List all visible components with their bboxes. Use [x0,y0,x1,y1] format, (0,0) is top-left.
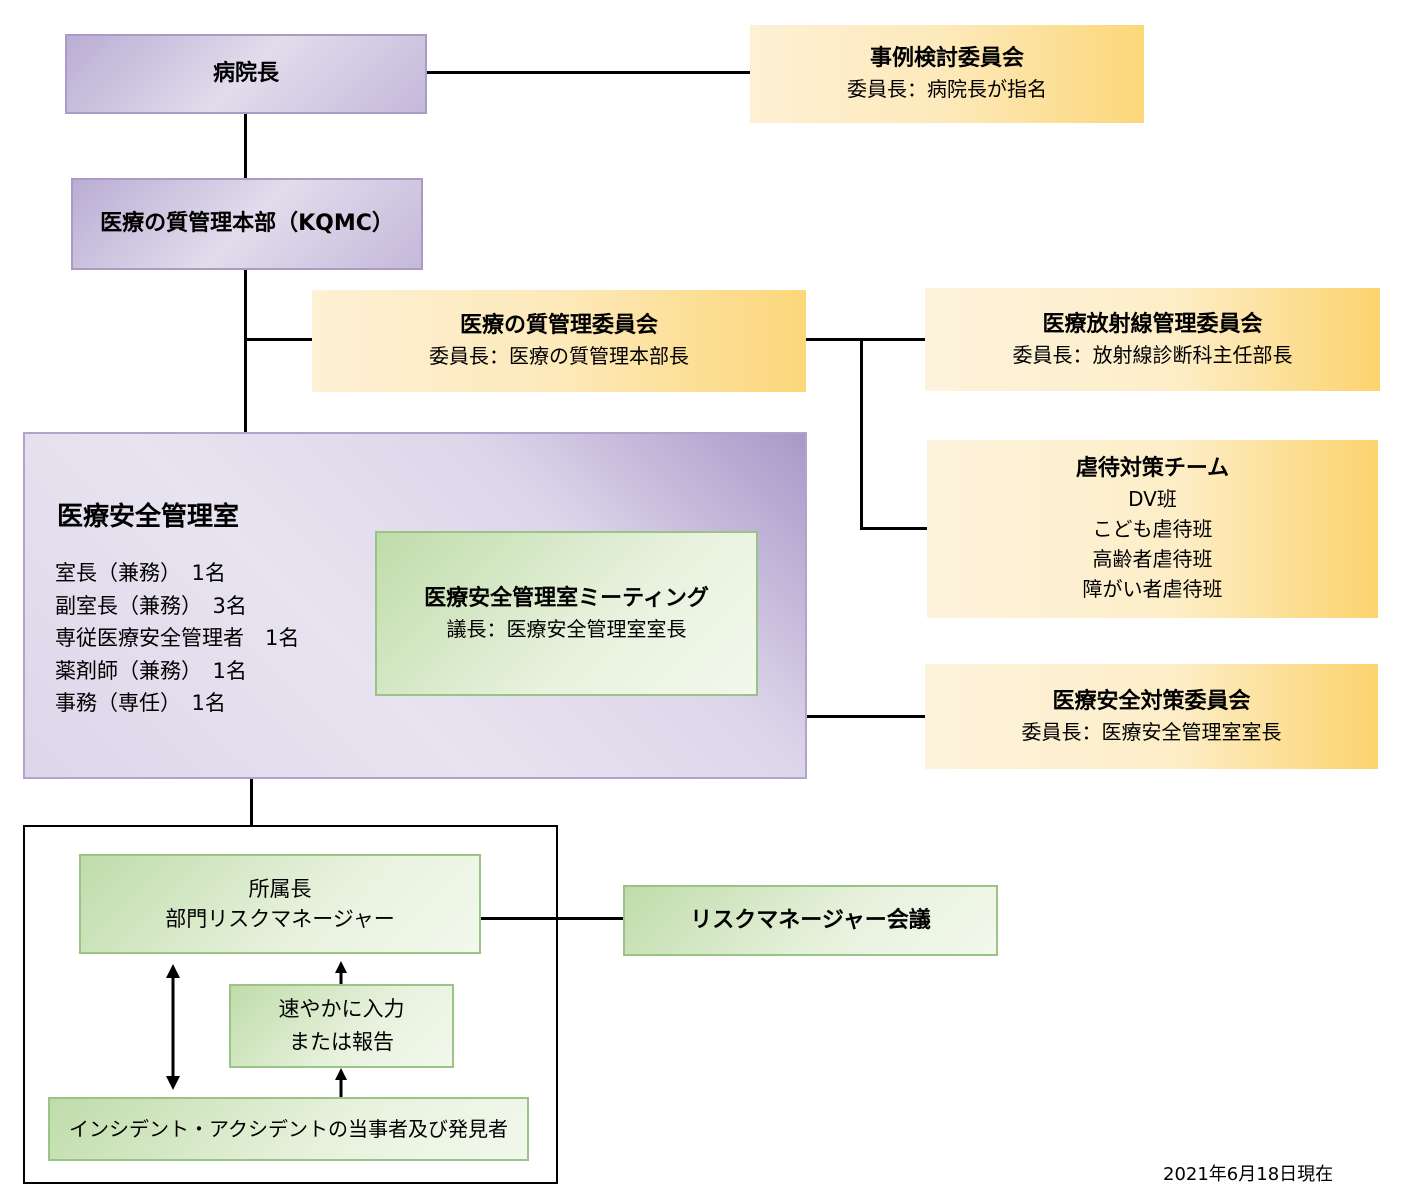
case-review-title: 事例検討委員会 [869,46,1024,71]
connector-office-safety [805,715,925,718]
kqmc-label: 医療の質管理本部（KQMC） [100,211,394,236]
date-note: 2021年6月18日現在 [1163,1164,1334,1185]
connector-trunk-quality [244,338,313,341]
reporters-box: インシデント・アクシデントの当事者及び発見者 [48,1097,529,1161]
staff-line: 薬剤師（兼務） 1名 [55,658,247,683]
safety-office-title: 医療安全管理室 [57,502,240,532]
dept-head-line1: 所属長 [248,877,312,901]
risk-meeting-box: リスクマネージャー会議 [623,885,998,956]
connector-office-dept [250,778,253,826]
radiation-committee-chair: 委員長：放射線診断科主任部長 [1012,342,1293,367]
reporters-label: インシデント・アクシデントの当事者及び発見者 [69,1117,508,1141]
radiation-committee-box: 医療放射線管理委員会 委員長：放射線診断科主任部長 [925,288,1380,391]
connector-branch-vertical [860,338,863,530]
connector-branch-abuse [860,527,928,530]
abuse-team-title: 虐待対策チーム [1075,456,1230,481]
case-review-box: 事例検討委員会 委員長：病院長が指名 [750,25,1144,123]
connector-director-casereview [426,71,750,74]
connector-dept-riskmeeting [480,917,624,920]
department-frame [23,825,558,1184]
office-meeting-chair: 議長：医療安全管理室室長 [446,616,687,641]
quality-committee-box: 医療の質管理委員会 委員長：医療の質管理本部長 [312,290,806,392]
dept-head-line2: 部門リスクマネージャー [165,907,395,931]
report-line2: または報告 [289,1030,394,1054]
risk-meeting-label: リスクマネージャー会議 [690,907,931,933]
connector-kqmc-office [244,269,247,433]
quality-committee-title: 医療の質管理委員会 [459,313,658,338]
report-line1: 速やかに入力 [278,997,405,1021]
hospital-director-box: 病院長 [65,34,427,114]
abuse-team-item: 障がい者虐待班 [1082,577,1223,601]
abuse-team-item: こども虐待班 [1092,517,1213,541]
staff-line: 専従医療安全管理者 1名 [55,626,300,650]
case-review-chair: 委員長：病院長が指名 [847,77,1047,101]
staff-line: 事務（専任） 1名 [55,691,226,715]
quality-committee-chair: 委員長：医療の質管理本部長 [429,344,689,368]
abuse-team-box: 虐待対策チーム DV班 こども虐待班 高齢者虐待班 障がい者虐待班 [927,440,1378,618]
abuse-team-item: 高齢者虐待班 [1092,547,1213,571]
connector-quality-radiation [805,338,925,341]
connector-director-kqmc [244,113,247,179]
safety-committee-chair: 委員長：医療安全管理室室長 [1021,719,1282,744]
report-box: 速やかに入力 または報告 [229,984,454,1068]
radiation-committee-title: 医療放射線管理委員会 [1042,311,1263,337]
safety-committee-title: 医療安全対策委員会 [1052,688,1251,714]
hospital-director-label: 病院長 [212,61,279,86]
kqmc-box: 医療の質管理本部（KQMC） [71,178,423,270]
office-meeting-title: 医療安全管理室ミーティング [424,585,709,611]
dept-head-box: 所属長 部門リスクマネージャー [79,854,481,954]
safety-committee-box: 医療安全対策委員会 委員長：医療安全管理室室長 [925,664,1378,769]
office-meeting-box: 医療安全管理室ミーティング 議長：医療安全管理室室長 [375,531,758,696]
abuse-team-item: DV班 [1128,487,1177,511]
staff-line: 副室長（兼務） 3名 [55,593,247,618]
safety-office-staff-list: 室長（兼務） 1名 副室長（兼務） 3名 専従医療安全管理者 1名 薬剤師（兼務… [55,557,299,720]
staff-line: 室長（兼務） 1名 [55,561,226,585]
